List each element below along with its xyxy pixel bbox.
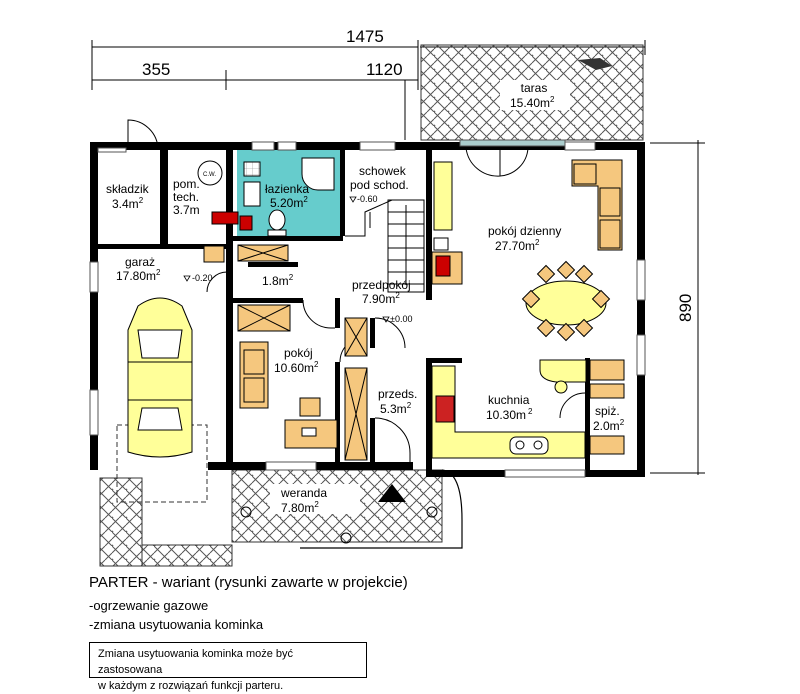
- pom-tech-area: 3.7m: [173, 203, 200, 217]
- car-icon: [127, 297, 193, 458]
- plant-icon: [578, 58, 612, 70]
- przedpokoj-level: ±0.00: [390, 314, 412, 324]
- terrace: [404, 44, 644, 141]
- lazienka-label: łazienka: [265, 182, 309, 196]
- taras-label: taras: [521, 81, 548, 95]
- dim-total-width: 1475: [346, 27, 384, 46]
- pokoj-label: pokój: [284, 346, 313, 360]
- windows: [89, 141, 646, 478]
- pom-tech-label-2: tech.: [173, 190, 199, 204]
- pokoj-area: 10.60m2: [274, 360, 319, 375]
- spiz-area: 2.0m2: [593, 418, 625, 433]
- note-fireplace: -zmiana usytuowania kominka: [89, 617, 264, 632]
- plan-title: PARTER - wariant (rysunki zawarte w proj…: [89, 574, 408, 591]
- dim-house-width: 1120: [366, 60, 403, 79]
- note-box: Zmiana usytuowania kominka może być zast…: [89, 642, 367, 692]
- przeds-label: przeds.: [378, 387, 417, 401]
- kuchnia-label: kuchnia: [488, 393, 530, 407]
- pokoj-dzienny-label: pokój dzienny: [488, 224, 561, 238]
- level-marker-icon: [349, 196, 357, 203]
- note-box-line-2: w każdym z rozwiązań funkcji parteru.: [98, 680, 284, 692]
- furniture: [197, 157, 625, 461]
- weranda-label: weranda: [280, 486, 327, 500]
- pokoj-dzienny-area: 27.70m2: [495, 238, 540, 253]
- floor-plan: 1475 355 1120 890 taras 15.40m2 weranda …: [89, 27, 705, 567]
- note-heating: -ogrzewanie gazowe: [89, 598, 209, 613]
- cw-label: C.W.: [203, 172, 216, 178]
- dim-garage-width: 355: [142, 60, 170, 79]
- skladzik-label: składzik: [106, 182, 150, 196]
- note-box-line-1: Zmiana usytuowania kominka może być zast…: [98, 648, 294, 676]
- driveway-paving-2: [141, 544, 233, 567]
- przedpokoj-label: przedpokój: [352, 278, 411, 292]
- przedpokoj-area: 7.90m2: [362, 291, 400, 306]
- garaz-label: garaż: [125, 255, 155, 269]
- schowek-label-2: pod schod.: [350, 178, 409, 192]
- schowek-label-1: schowek: [359, 164, 407, 178]
- taras-area: 15.40m2: [510, 95, 555, 110]
- pom-tech-label-1: pom.: [173, 177, 200, 191]
- dim-depth: 890: [676, 294, 695, 322]
- entrance-arrow-icon: [378, 484, 406, 502]
- garaz-area: 17.80m2: [116, 268, 161, 283]
- door-swings: [127, 119, 586, 462]
- level-marker-icon: [382, 316, 390, 323]
- hall-small-area: 1.8m2: [262, 273, 294, 288]
- lazienka-area: 5.20m2: [270, 195, 308, 210]
- spiz-label: spiż.: [595, 404, 620, 418]
- schowek-level: -0.60: [357, 194, 378, 204]
- veranda: [231, 469, 463, 549]
- weranda-area: 7.80m2: [281, 500, 319, 515]
- przeds-area: 5.3m2: [380, 401, 412, 416]
- stairs: [345, 199, 425, 293]
- skladzik-area: 3.4m2: [112, 196, 144, 211]
- driveway-paving: [99, 477, 143, 567]
- garaz-level: -0.20: [192, 273, 213, 283]
- terrace-door: [459, 139, 566, 147]
- level-marker-icon: [183, 275, 191, 282]
